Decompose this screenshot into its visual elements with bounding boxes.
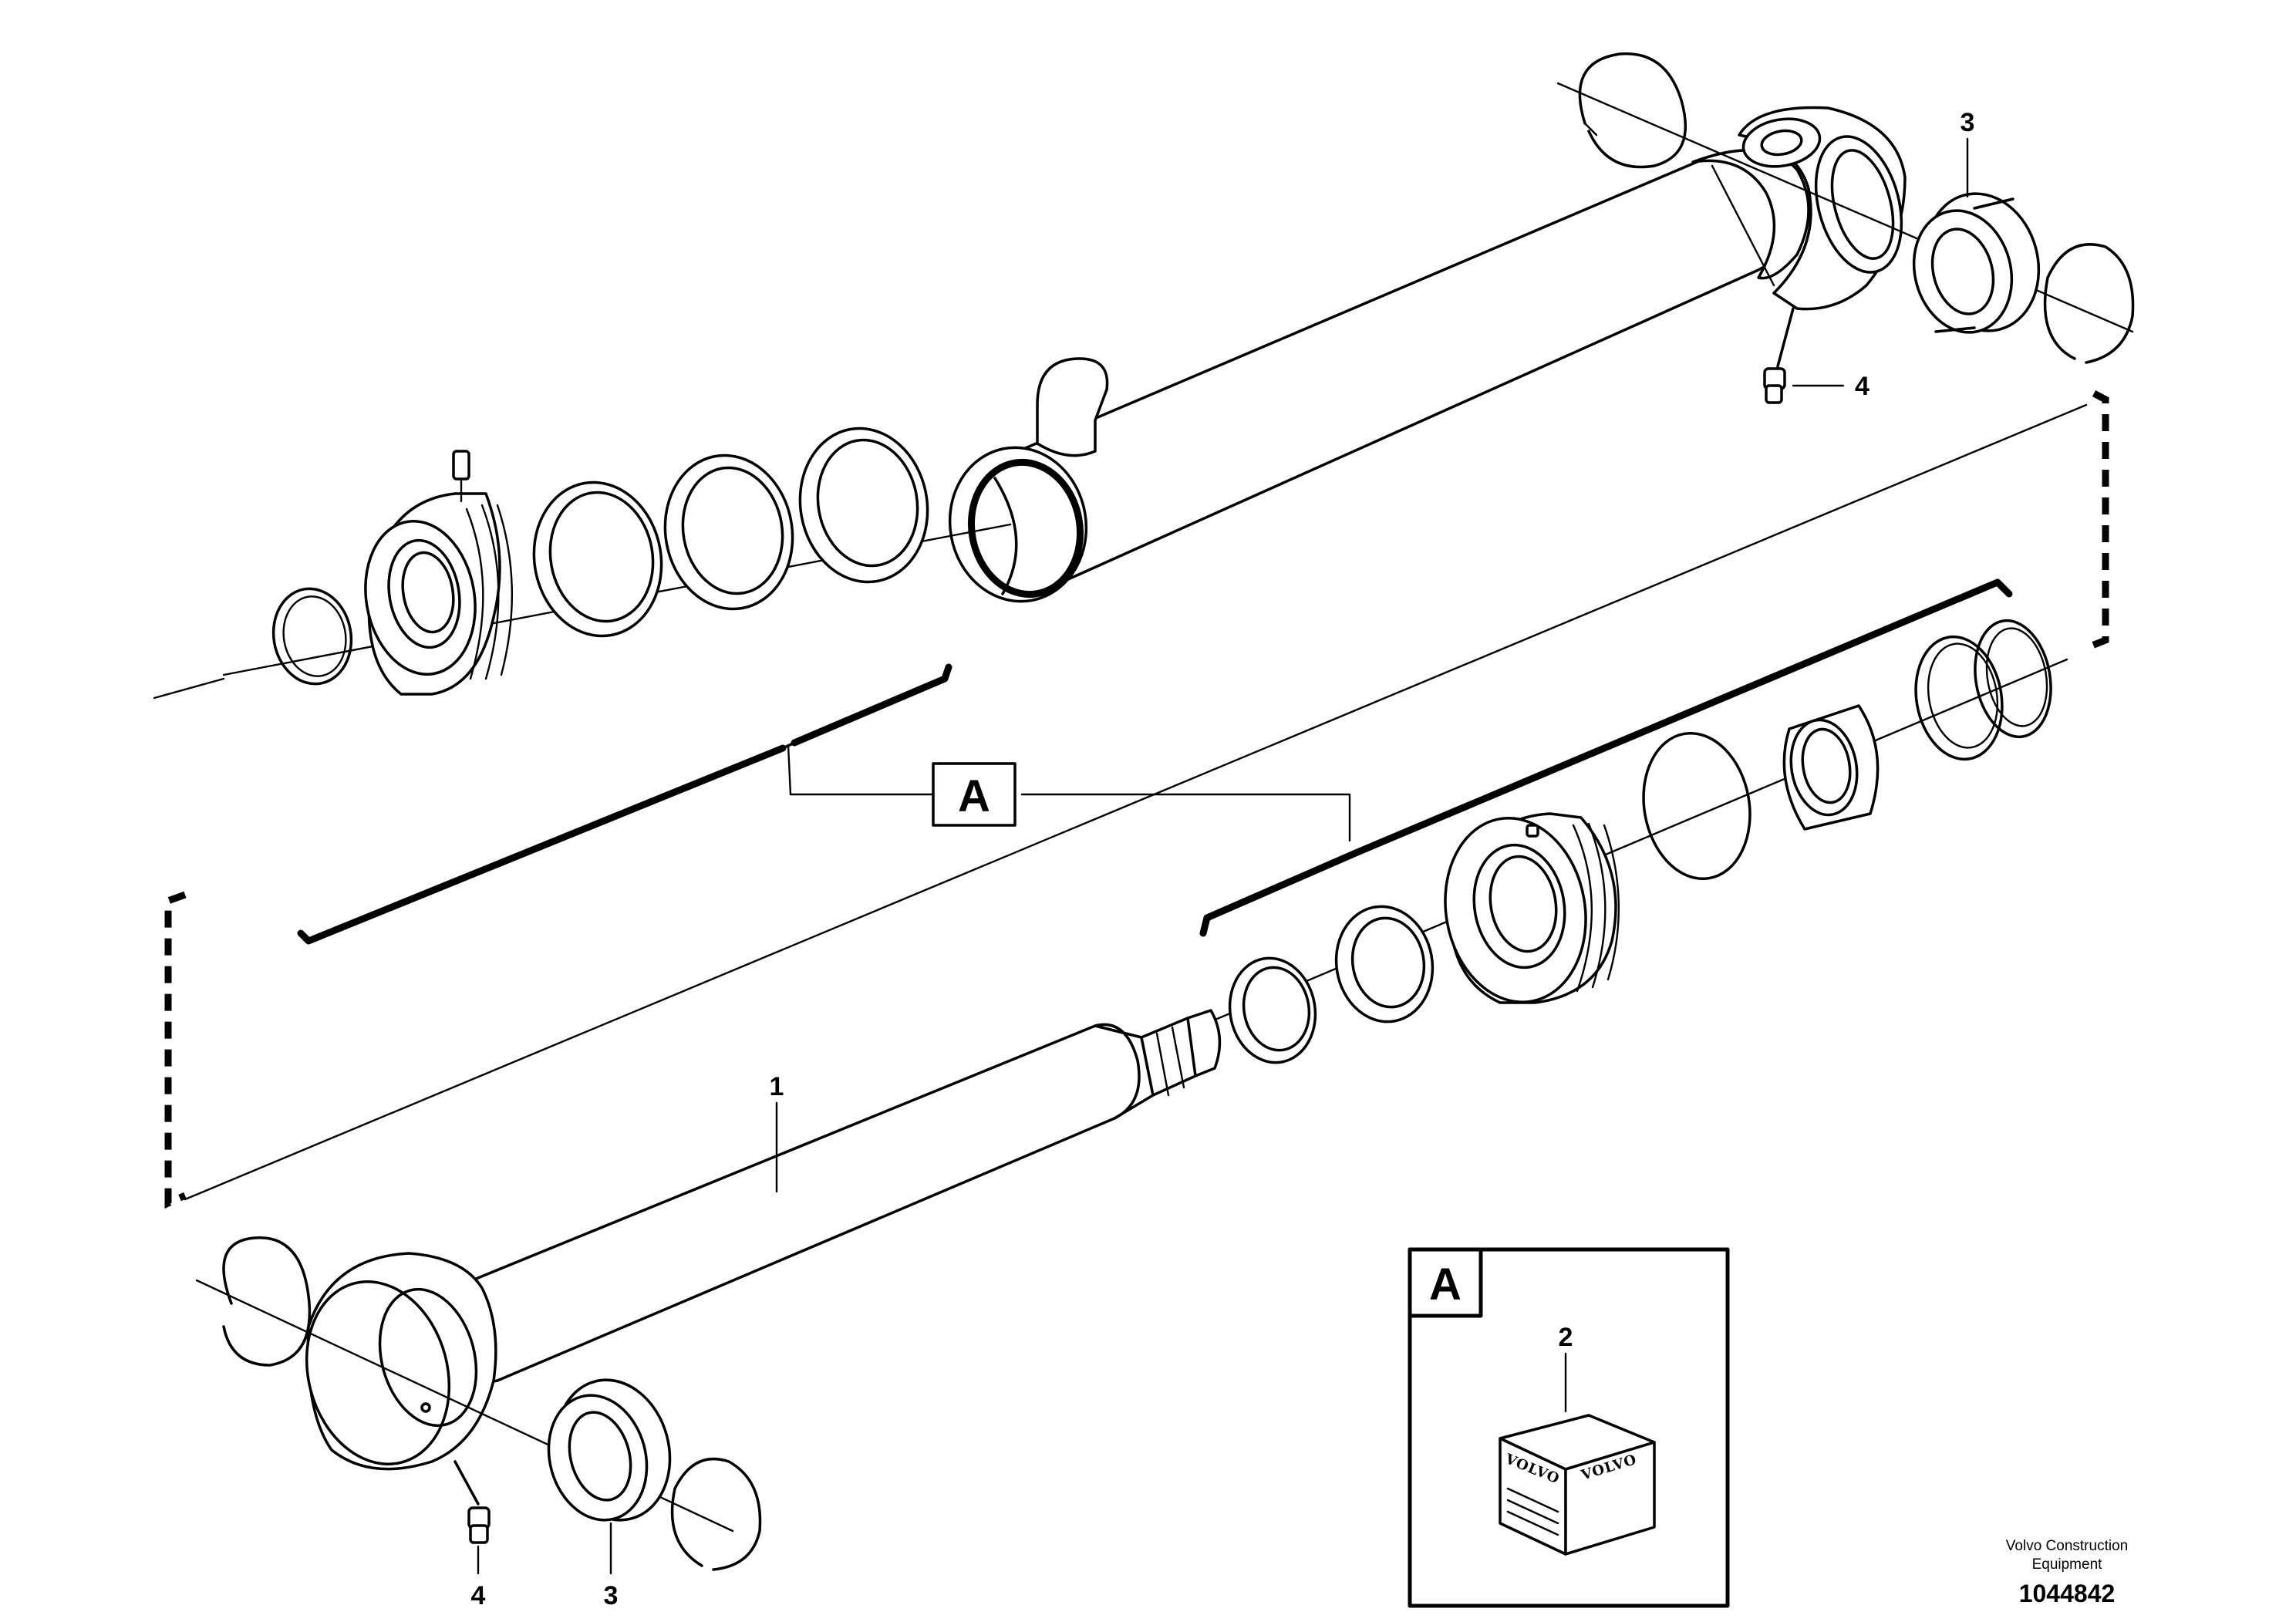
snap-ring-top — [1578, 52, 1687, 169]
callout-2: 2 — [1559, 1323, 1573, 1352]
callout-1: 1 — [770, 1072, 784, 1101]
reference-box-a: A — [789, 762, 1351, 842]
piston — [1444, 812, 1620, 1004]
snap-ring-top-far — [2043, 243, 2135, 364]
bearing-top-right — [1912, 192, 2041, 334]
bearing-bottom — [547, 1378, 672, 1522]
seal-ring-1 — [532, 481, 663, 638]
dashed-bracket-left — [164, 891, 187, 1209]
seal-ring-2 — [663, 454, 794, 611]
seal-kit-package: VOLVO VOLVO — [1499, 1414, 1656, 1556]
grease-nipple-top — [1763, 307, 1795, 404]
callout-4-bottom: 4 — [471, 1581, 486, 1610]
snap-ring-bottom-right — [670, 1457, 762, 1571]
snap-ring-left — [271, 587, 353, 686]
o-ring-large — [1642, 731, 1752, 881]
piston-rings-right — [1914, 619, 2052, 761]
piston-rod — [305, 1009, 1222, 1471]
reference-box-letter: A — [958, 771, 990, 821]
piston-ring-b — [1334, 905, 1435, 1023]
caption-line-2: Equipment — [2032, 1556, 2103, 1573]
inset-letter: A — [1429, 1259, 1462, 1310]
caption-line-1: Volvo Construction — [2006, 1538, 2128, 1554]
callout-3-bottom: 3 — [604, 1581, 619, 1610]
gland-top — [364, 450, 514, 696]
document-number: 1044842 — [2019, 1580, 2116, 1607]
seal-ring-3 — [798, 427, 929, 584]
callout-4-top: 4 — [1855, 372, 1870, 401]
grease-nipple-bottom — [453, 1460, 491, 1544]
piston-ring-a — [1228, 956, 1317, 1064]
callout-3-top: 3 — [1961, 108, 1975, 137]
dashed-bracket-right — [2085, 390, 2109, 652]
bushing — [1782, 704, 1880, 831]
snap-ring-bottom-left — [222, 1236, 312, 1367]
cylinder-tube — [948, 106, 1907, 603]
inset-seal-kit: A 2 VOLVO VOLVO — [1408, 1247, 1730, 1608]
